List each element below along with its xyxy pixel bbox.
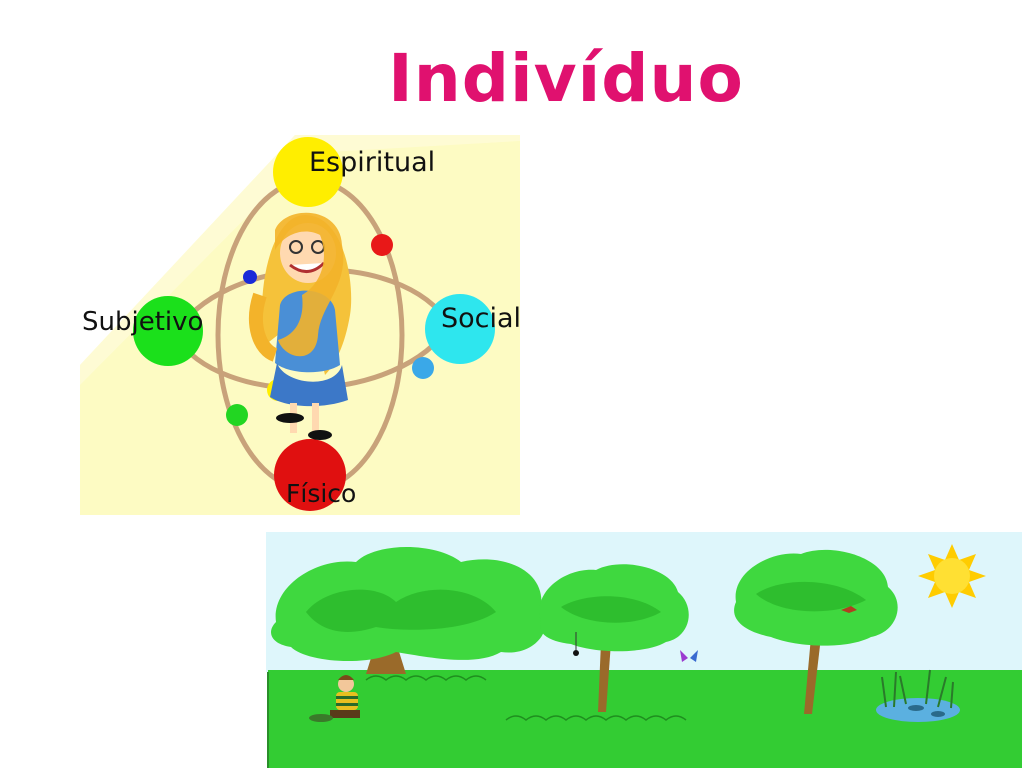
tree-right [734, 549, 898, 714]
grass-tufts [365, 675, 687, 721]
sun-icon [918, 544, 986, 608]
espiritual-circle [273, 137, 343, 207]
spider-icon [573, 632, 579, 656]
individual-dimensions-diagram: Espiritual Subjetivo Social Físico [80, 135, 520, 515]
tree-large-left [271, 547, 547, 674]
label-espiritual: Espiritual [309, 147, 435, 178]
orbit-dot-red [371, 234, 393, 256]
orbit-dot-lightblue [412, 357, 434, 379]
tree-middle [539, 564, 689, 712]
orbit-dot-blue [243, 270, 257, 284]
label-fisico: Físico [286, 479, 356, 508]
label-subjetivo: Subjetivo [82, 307, 203, 337]
girl-figure [249, 212, 352, 440]
butterfly-icon [680, 650, 698, 662]
fisico-circle [274, 439, 346, 511]
nature-scene [266, 532, 1022, 768]
child-figure [309, 675, 360, 722]
social-circle [425, 294, 495, 364]
subjetivo-circle [133, 296, 203, 366]
bird-icon [841, 606, 857, 613]
slide-title: Indivíduo [388, 40, 744, 117]
label-social: Social [441, 303, 520, 334]
pond-with-reeds [876, 669, 960, 722]
orbit-dot-green [226, 404, 248, 426]
